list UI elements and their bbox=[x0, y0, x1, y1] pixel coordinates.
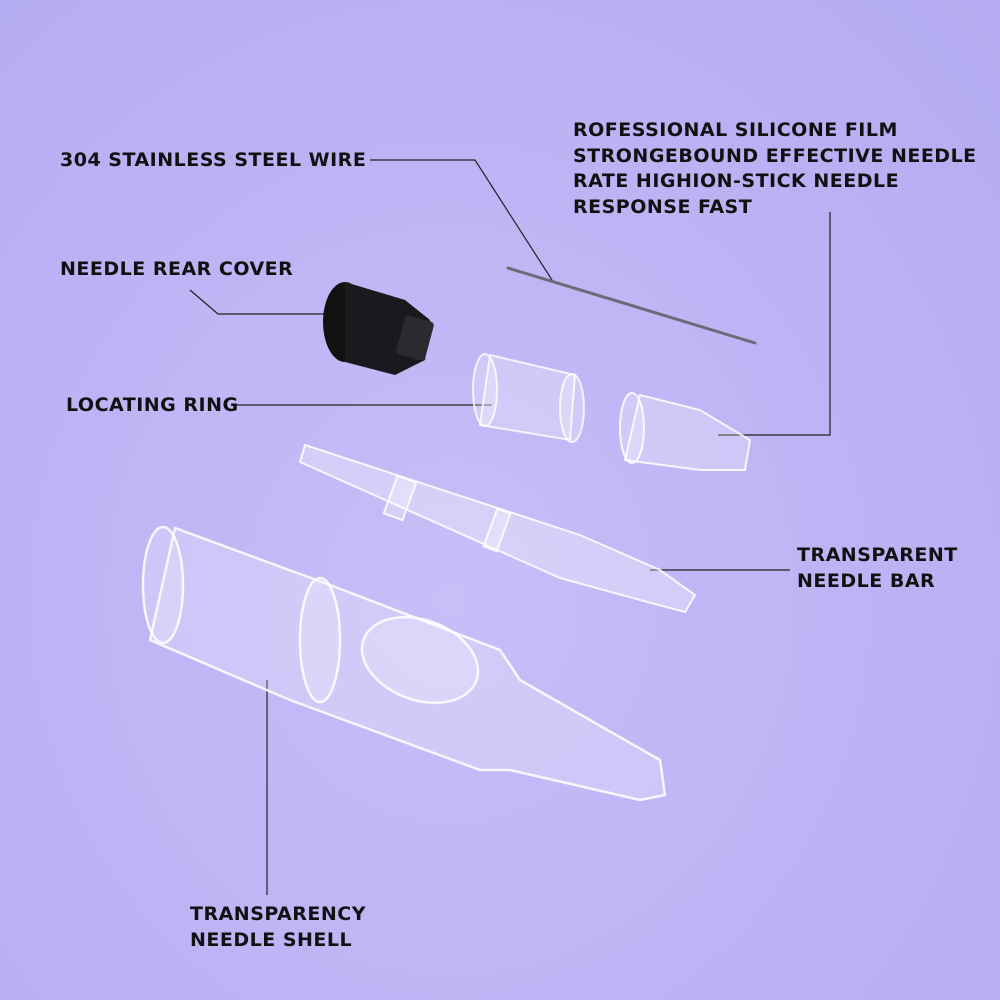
leader-rear-cover bbox=[189, 289, 335, 315]
label-locating-ring: LOCATING RING bbox=[66, 394, 239, 416]
label-steel-wire: 304 STAINLESS STEEL WIRE bbox=[60, 149, 367, 171]
label-silicone-film: ROFESSIONAL SILICONE FILM STRONGEBOUND E… bbox=[573, 118, 977, 220]
silicone-film-cap bbox=[619, 392, 752, 471]
transparent-needle-bar bbox=[298, 443, 697, 614]
label-line: RESPONSE FAST bbox=[573, 195, 753, 218]
label-line: TRANSPARENCY bbox=[190, 903, 366, 925]
label-line: NEEDLE BAR bbox=[797, 569, 936, 592]
label-rear-cover: NEEDLE REAR COVER bbox=[60, 258, 294, 280]
steel-wire bbox=[506, 266, 757, 345]
leader-lines bbox=[189, 159, 831, 895]
label-line: TRANSPARENT bbox=[797, 544, 958, 566]
label-needle-shell: TRANSPARENCY NEEDLE SHELL bbox=[190, 902, 366, 953]
label-line: RATE HIGHION-STICK NEEDLE bbox=[573, 170, 900, 192]
label-line: ROFESSIONAL SILICONE FILM bbox=[573, 119, 898, 141]
locating-ring bbox=[472, 353, 585, 443]
label-needle-bar: TRANSPARENT NEEDLE BAR bbox=[797, 543, 958, 594]
label-line: STRONGEBOUND EFFECTIVE NEEDLE bbox=[573, 144, 977, 167]
needle-rear-cover bbox=[323, 282, 434, 375]
leader-film bbox=[718, 212, 831, 436]
label-line: NEEDLE SHELL bbox=[190, 928, 353, 951]
transparency-needle-shell bbox=[141, 525, 667, 802]
leader-wire bbox=[370, 159, 553, 281]
